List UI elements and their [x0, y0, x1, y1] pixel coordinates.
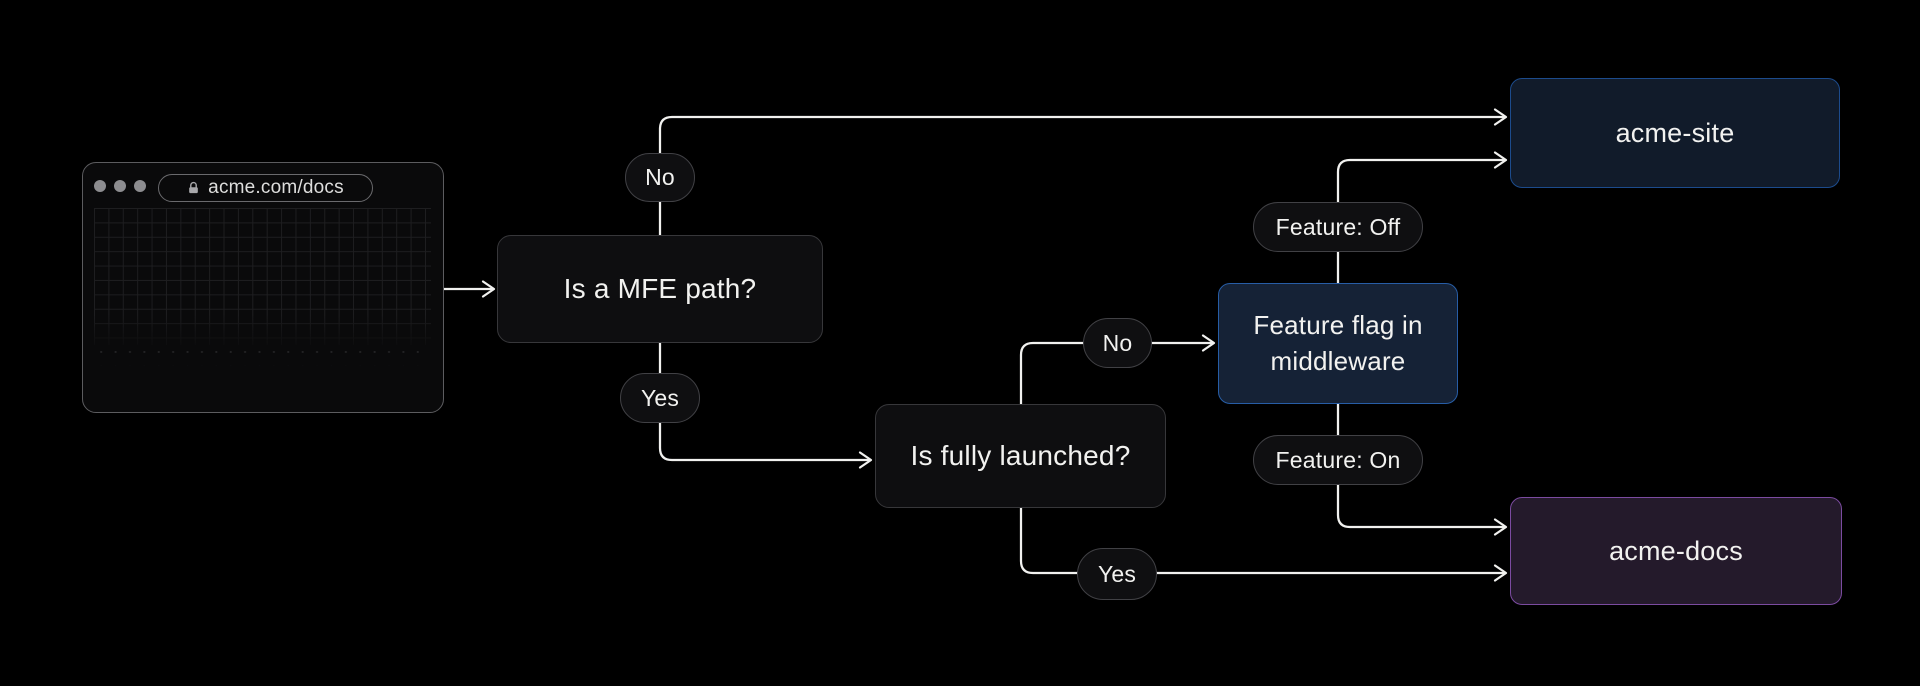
node-feature-flag-middleware: Feature flag in middleware — [1218, 283, 1458, 404]
node-middleware-label-line1: Feature flag in — [1253, 310, 1423, 341]
edge-no-to-acme-site — [658, 115, 1506, 237]
arrowhead-no-to-acme-site — [1493, 108, 1508, 126]
node-acme-docs: acme-docs — [1510, 497, 1842, 605]
arrowhead-feature-off-to-acme-site — [1493, 151, 1508, 169]
edge-feature-off-to-acme-site — [1336, 158, 1506, 285]
arrowhead-browser-to-mfe-question — [481, 280, 496, 298]
pill-launched-no: No — [1083, 318, 1152, 368]
edge-yes-to-acme-docs — [1019, 506, 1506, 575]
pill-launched-yes-label: Yes — [1097, 560, 1137, 587]
browser-titlebar: acme.com/docs — [83, 163, 443, 209]
pill-feature-on-label: Feature: On — [1275, 446, 1401, 473]
node-launched-question-label: Is fully launched? — [910, 440, 1131, 471]
arrowhead-feature-on-to-acme-docs — [1493, 518, 1508, 536]
arrowhead-yes-to-launched-question — [858, 451, 873, 469]
node-mfe-question-label: Is a MFE path? — [563, 273, 757, 304]
node-middleware-label-line2: middleware — [1270, 345, 1406, 376]
pill-launched-no-label: No — [1102, 329, 1133, 356]
window-controls — [83, 180, 146, 192]
pill-mfe-yes: Yes — [620, 373, 700, 423]
browser-window: acme.com/docs — [82, 162, 444, 413]
node-acme-docs-label: acme-docs — [1609, 535, 1743, 566]
node-acme-site: acme-site — [1510, 78, 1840, 188]
arrowhead-no-to-middleware — [1201, 334, 1216, 352]
node-launched-question: Is fully launched? — [875, 404, 1166, 508]
edge-yes-to-launched-question — [658, 341, 871, 462]
pill-feature-on: Feature: On — [1253, 435, 1423, 485]
url-text: acme.com/docs — [208, 177, 344, 198]
url-bar: acme.com/docs — [158, 174, 373, 202]
lock-icon — [189, 181, 199, 194]
pill-mfe-yes-label: Yes — [640, 384, 680, 411]
node-mfe-question: Is a MFE path? — [497, 235, 823, 343]
node-acme-site-label: acme-site — [1615, 117, 1735, 148]
traffic-dot — [134, 180, 146, 192]
pill-feature-off-label: Feature: Off — [1275, 213, 1401, 240]
browser-grid — [94, 208, 431, 345]
pill-mfe-no-label: No — [645, 164, 675, 190]
traffic-dot — [94, 180, 106, 192]
traffic-dot — [114, 180, 126, 192]
edge-no-to-middleware — [1019, 341, 1214, 406]
edge-feature-on-to-acme-docs — [1336, 402, 1506, 529]
pill-feature-off: Feature: Off — [1253, 202, 1423, 252]
pill-mfe-no: No — [625, 153, 695, 202]
browser-grid-dots — [94, 345, 431, 367]
pill-launched-yes: Yes — [1077, 548, 1157, 600]
arrowhead-yes-to-acme-docs — [1493, 564, 1508, 582]
